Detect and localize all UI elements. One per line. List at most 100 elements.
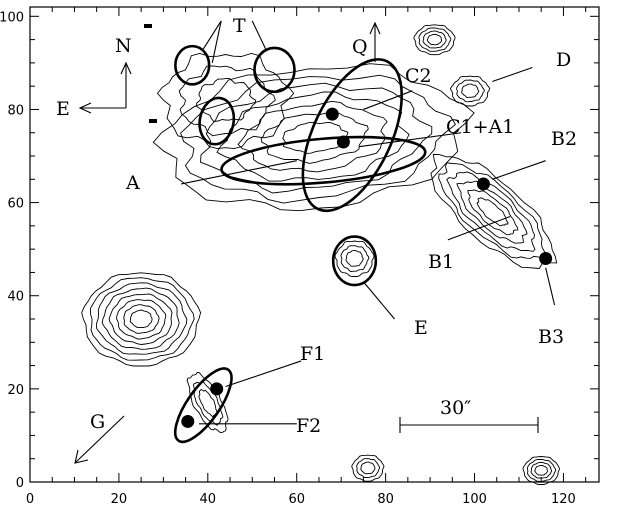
label-b2: B2 bbox=[551, 128, 577, 150]
scale-bar: 30″ bbox=[399, 397, 539, 433]
source-e-contour bbox=[345, 249, 364, 267]
bright-star-contour bbox=[81, 272, 202, 367]
north-label: N bbox=[115, 35, 132, 57]
source-e-contour bbox=[334, 240, 375, 277]
x-tick-label: 100 bbox=[462, 492, 487, 507]
point-c2 bbox=[325, 107, 339, 121]
x-tick-label: 20 bbox=[111, 492, 128, 507]
bottom-source-contour bbox=[356, 458, 381, 478]
compass: N E bbox=[56, 24, 157, 123]
region-a bbox=[220, 135, 427, 186]
east-arrow-head bbox=[78, 102, 92, 114]
source-d-contour bbox=[461, 83, 480, 98]
y-tick-label: 40 bbox=[7, 290, 24, 305]
g-direction: G bbox=[74, 411, 125, 464]
bright-star-contour bbox=[116, 299, 167, 340]
bright-star-contour bbox=[129, 309, 153, 329]
region-f bbox=[173, 367, 233, 444]
north-group-contour bbox=[178, 65, 276, 137]
pointer-c2 bbox=[363, 90, 413, 110]
label-t: T bbox=[233, 15, 246, 37]
central-group-contour bbox=[237, 100, 388, 173]
region-t3 bbox=[198, 96, 236, 146]
plot-frame bbox=[29, 6, 600, 483]
f-group-contour bbox=[186, 371, 229, 434]
source-e-contour bbox=[340, 245, 370, 272]
x-tick-label: 80 bbox=[377, 492, 394, 507]
x-tick-label: 0 bbox=[26, 492, 34, 507]
region-c2 bbox=[301, 58, 404, 213]
g-arrow-head bbox=[74, 449, 89, 464]
region-t2 bbox=[253, 46, 296, 94]
label-a: A bbox=[125, 172, 140, 194]
pointer-a bbox=[181, 160, 297, 185]
central-group-contour bbox=[180, 74, 456, 204]
bright-star-contour bbox=[89, 277, 195, 361]
label-c1-a1: C1+A1 bbox=[446, 116, 514, 138]
x-tick-label: 60 bbox=[288, 492, 305, 507]
top-source-contour bbox=[422, 30, 447, 49]
region-ellipses bbox=[173, 44, 427, 444]
g-label: G bbox=[90, 411, 105, 433]
tick-mark-top bbox=[144, 24, 152, 28]
b-group-contour bbox=[456, 180, 528, 244]
y-tick-label: 60 bbox=[7, 197, 24, 212]
b-group-contour bbox=[430, 153, 558, 269]
bright-star-contour bbox=[123, 304, 160, 334]
label-b1: B1 bbox=[428, 251, 454, 273]
top-source-contour bbox=[413, 24, 456, 56]
bottom-source-contour bbox=[351, 454, 385, 482]
central-group-contour bbox=[152, 63, 475, 212]
pointer-t-to-1 bbox=[202, 20, 222, 50]
label-c2: C2 bbox=[405, 65, 432, 87]
label-e: E bbox=[414, 317, 428, 339]
bottom-right-source-contour bbox=[530, 461, 553, 479]
annotation-labels: T C2 C1+A1 A D B2 B1 B3 E F1 F2 bbox=[125, 15, 577, 437]
bright-star-contour bbox=[108, 293, 173, 345]
b-group-contour bbox=[446, 171, 536, 252]
point-f1 bbox=[210, 382, 224, 396]
north-group-contour bbox=[195, 78, 256, 122]
label-d: D bbox=[556, 49, 571, 71]
point-c1-a1 bbox=[336, 135, 350, 149]
b-group-contour bbox=[438, 162, 547, 259]
pointer-c1-a1 bbox=[358, 132, 462, 148]
y-tick-label: 100 bbox=[0, 10, 24, 25]
pointer-e bbox=[362, 281, 395, 320]
pointer-b1 bbox=[447, 216, 511, 241]
central-group-contour bbox=[260, 111, 369, 164]
top-source-contour bbox=[418, 27, 452, 52]
label-pointers bbox=[181, 20, 556, 425]
central-group-contour bbox=[282, 121, 349, 154]
pointer-d bbox=[492, 67, 533, 83]
point-b2 bbox=[476, 177, 490, 191]
q-arrow-head bbox=[369, 21, 381, 35]
east-label: E bbox=[56, 98, 70, 120]
bottom-source-contour bbox=[360, 461, 376, 475]
y-tick-label: 80 bbox=[7, 103, 24, 118]
x-tick-label: 40 bbox=[200, 492, 217, 507]
label-f1: F1 bbox=[300, 343, 325, 365]
q-label: Q bbox=[352, 36, 368, 58]
y-tick-label: 20 bbox=[7, 383, 24, 398]
bottom-right-source-contour bbox=[534, 464, 548, 476]
bright-star-contour bbox=[101, 287, 180, 350]
x-tick-label: 120 bbox=[551, 492, 576, 507]
q-direction: Q bbox=[352, 21, 381, 62]
pointer-t-to-2 bbox=[211, 20, 222, 63]
bottom-right-source-contour bbox=[526, 458, 557, 482]
source-d-contour bbox=[450, 75, 491, 107]
central-group-contour bbox=[216, 91, 410, 182]
region-e bbox=[331, 235, 378, 287]
point-b3 bbox=[539, 251, 553, 265]
source-d-contour bbox=[456, 79, 485, 103]
point-f2 bbox=[181, 414, 195, 428]
bright-star-contour bbox=[95, 282, 188, 355]
axes-frame: 0 20 40 60 80 100 120 0 20 40 60 80 100 bbox=[0, 6, 600, 507]
pointer-t-to-3 bbox=[251, 20, 267, 50]
scale-bar-label: 30″ bbox=[440, 397, 471, 419]
y-tick-label: 0 bbox=[16, 476, 24, 491]
pointer-f1 bbox=[225, 360, 302, 388]
b-group-contour bbox=[467, 189, 519, 236]
